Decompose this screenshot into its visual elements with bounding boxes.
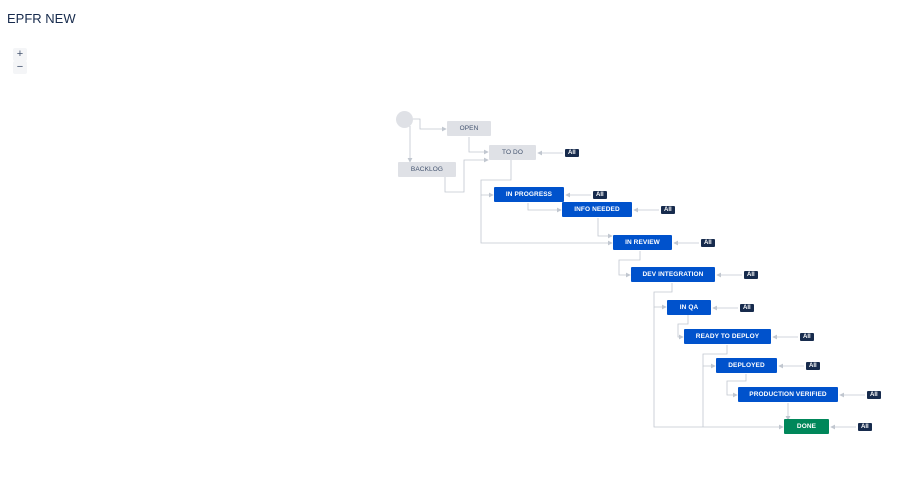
status-dev-integration[interactable]: DEV INTEGRATION <box>631 267 715 282</box>
status-info-needed[interactable]: INFO NEEDED <box>562 202 632 217</box>
all-transition-badge-production-verified[interactable]: All <box>867 391 881 399</box>
edge-to-done <box>653 307 784 430</box>
edge-devint-inqa <box>653 283 673 310</box>
status-in-qa[interactable]: IN QA <box>667 300 711 315</box>
status-todo[interactable]: TO DO <box>489 145 536 160</box>
zoom-in-button[interactable]: + <box>13 48 27 61</box>
all-transition-badge-deployed[interactable]: All <box>806 362 820 370</box>
all-transition-badge-info-needed[interactable]: All <box>661 206 675 214</box>
all-transition-badge-in-qa[interactable]: All <box>740 304 754 312</box>
all-transition-badge-in-review[interactable]: All <box>701 239 715 247</box>
edge-inqa-ready <box>677 315 689 340</box>
status-ready-to-deploy[interactable]: READY TO DEPLOY <box>684 329 771 344</box>
status-production-verified[interactable]: PRODUCTION VERIFIED <box>738 387 838 402</box>
edge-inreview-devint <box>618 251 641 278</box>
all-transition-badge-ready-to-deploy[interactable]: All <box>800 333 814 341</box>
workflow-title: EPFR NEW <box>7 11 76 26</box>
start-node <box>396 111 413 128</box>
edge-to-inreview <box>480 195 613 246</box>
edge-ready-deployed <box>702 345 728 369</box>
edge-start-open <box>413 118 447 132</box>
all-transition-badge-dev-integration[interactable]: All <box>744 271 758 279</box>
status-deployed[interactable]: DEPLOYED <box>716 358 777 373</box>
edge-deployed-prodverified <box>726 374 747 398</box>
all-transition-badge-done[interactable]: All <box>858 423 872 431</box>
status-done[interactable]: DONE <box>784 419 829 434</box>
all-transition-badge-in-progress[interactable]: All <box>593 191 607 199</box>
edge-todo-inprogress <box>480 160 512 198</box>
edge-infoneeded-inreview <box>597 218 613 239</box>
status-in-review[interactable]: IN REVIEW <box>613 235 672 250</box>
status-open[interactable]: OPEN <box>447 121 491 136</box>
edge-inprogress-infoneeded <box>527 203 562 213</box>
edge-backlog-todo <box>444 157 489 193</box>
all-transition-badge-todo[interactable]: All <box>565 149 579 157</box>
status-in-progress[interactable]: IN PROGRESS <box>494 187 564 202</box>
edge-open-todo <box>468 137 489 155</box>
status-backlog[interactable]: BACKLOG <box>398 162 456 177</box>
zoom-out-button[interactable]: − <box>13 61 27 74</box>
